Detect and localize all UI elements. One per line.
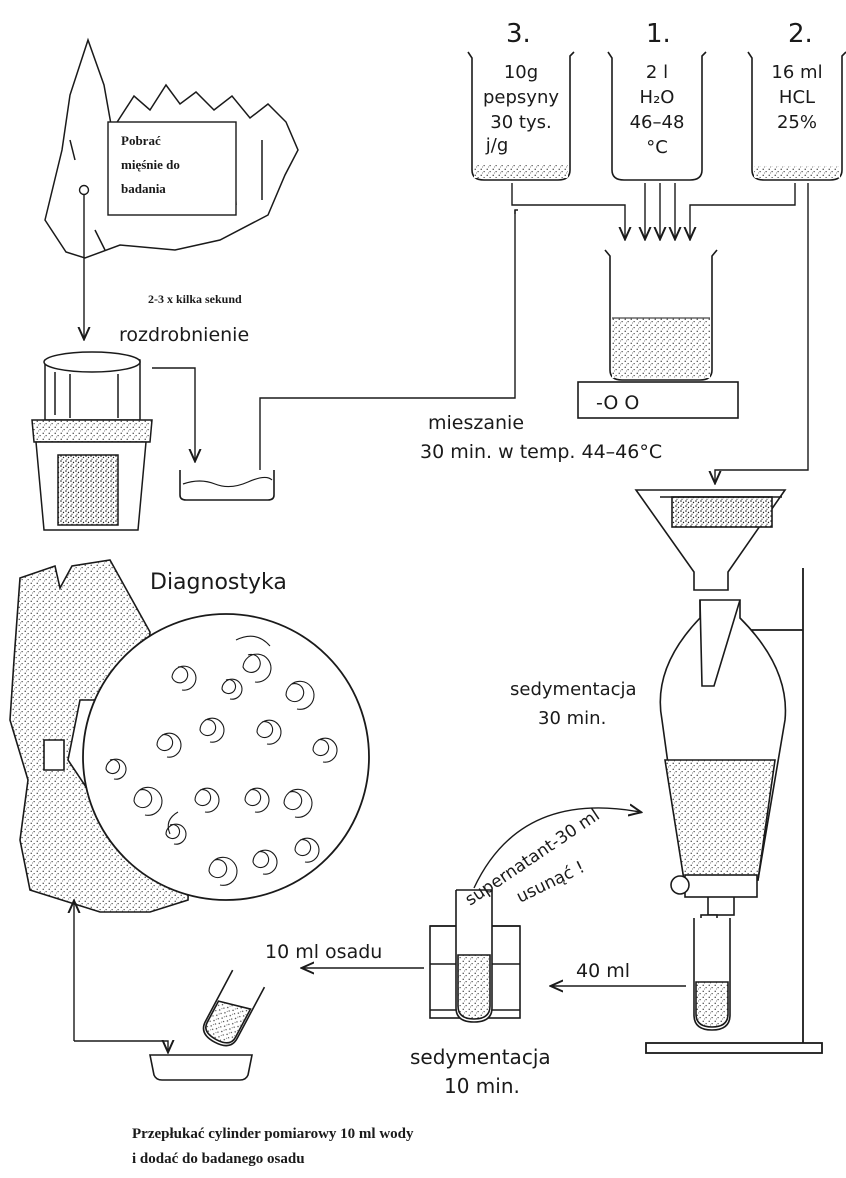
sample-pin [80, 186, 89, 195]
stirring-line-2: 30 min. w temp. 44–46°C [420, 441, 662, 463]
beaker-pepsin-line-3: 30 tys. [490, 112, 551, 133]
beaker-water: 1. 2 l H₂O 46–48 °C [608, 19, 706, 180]
mixing-beaker [605, 250, 717, 380]
beaker-water-line-4: °C [646, 137, 668, 158]
beaker-hcl: 2. 16 ml HCL 25% [748, 19, 846, 180]
sedimentation-1-line-2: 30 min. [538, 708, 606, 729]
grind-label: rozdrobnienie [119, 324, 249, 346]
grinder [32, 352, 152, 530]
beaker-hcl-number: 2. [788, 19, 813, 49]
muscle-label-line-3: badania [121, 181, 166, 196]
beaker-pepsin-number: 3. [506, 19, 531, 49]
transfer-40-label: 40 ml [576, 960, 630, 982]
beaker-pepsin-line-2: pepsyny [483, 87, 559, 108]
beaker-water-number: 1. [646, 19, 671, 49]
stirring-line-1: mieszanie [428, 412, 524, 434]
magnetic-stirrer: -O O [578, 382, 738, 418]
sedimentation-1-line-1: sedymentacja [510, 679, 637, 700]
sedimentation-2-line-2: 10 min. [444, 1074, 520, 1098]
rinse-note-line-1: Przepłukać cylinder pomiarowy 10 ml wody [132, 1126, 414, 1142]
stirrer-display: -O O [596, 392, 639, 414]
beaker-hcl-line-1: 16 ml [771, 62, 822, 83]
muscle-label-line-2: mięśnie do [121, 157, 180, 172]
sediment-tube [456, 890, 492, 1022]
beaker-pepsin-line-4: j/g [485, 135, 509, 156]
homogenate-tray [180, 470, 274, 500]
sieve-funnel [636, 490, 785, 590]
rinse-note-line-2: i dodać do badanego osadu [132, 1151, 305, 1167]
beaker-water-line-2: H₂O [640, 87, 675, 108]
beaker-water-line-3: 46–48 [630, 112, 685, 133]
beaker-hcl-line-3: 25% [777, 112, 817, 133]
beaker-hcl-line-2: HCL [779, 87, 815, 108]
connector-to-dish [74, 1041, 168, 1051]
grind-note: 2-3 x kilka sekund [148, 292, 242, 306]
sediment-10-label: 10 ml osadu [265, 941, 382, 963]
muscle-label-line-1: Pobrać [121, 133, 161, 148]
diagnostics-label: Diagnostyka [150, 570, 287, 595]
petri-dish [150, 1055, 252, 1080]
sedimentation-2-line-1: sedymentacja [410, 1045, 551, 1069]
microscope-field-of-view [83, 614, 369, 900]
collection-tube [694, 918, 730, 1030]
beaker-pepsin: 3. 10g pepsyny 30 tys. j/g [468, 19, 574, 180]
beaker-water-line-1: 2 l [646, 62, 668, 83]
separatory-funnel [660, 600, 785, 940]
tilted-tube [199, 970, 265, 1050]
beaker-pepsin-line-1: 10g [504, 62, 538, 83]
